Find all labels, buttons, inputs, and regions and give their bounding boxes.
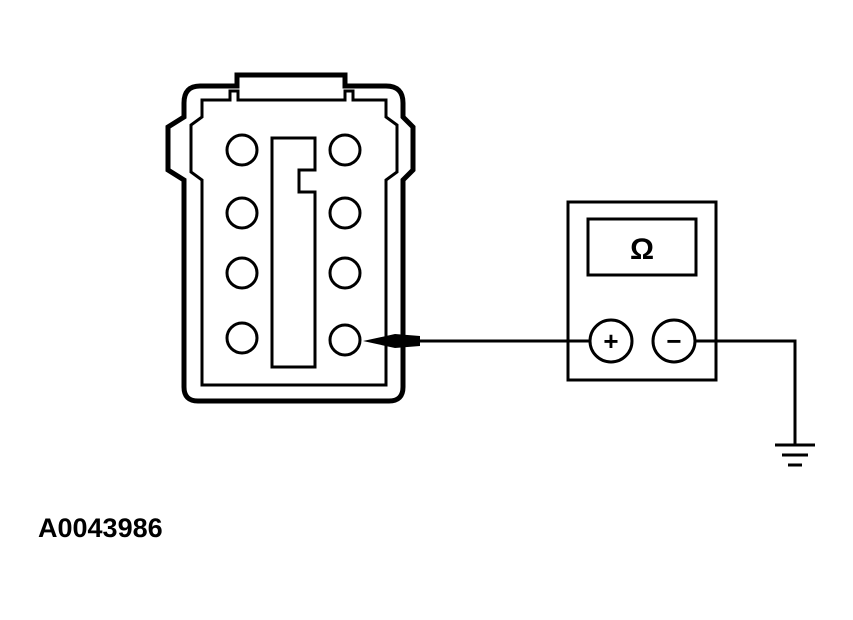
terminal-cavity [225, 321, 259, 355]
ground-lead [695, 339, 797, 445]
connector-outer-housing [165, 72, 416, 404]
terminal-cavity [328, 196, 362, 230]
terminal-cavity [225, 133, 259, 167]
terminal-cavity [328, 133, 362, 167]
meter-body [566, 200, 718, 382]
connector [165, 72, 416, 404]
connector-inner-wall [189, 89, 399, 387]
ohmmeter: Ω + − [566, 200, 718, 382]
positive-terminal [588, 318, 634, 364]
terminal-cavity [328, 256, 362, 290]
meter-display [586, 217, 698, 277]
ground-circuit [695, 339, 815, 467]
connector-polarization-key [270, 136, 317, 369]
probe-tip [363, 334, 420, 348]
negative-symbol: − [666, 326, 681, 356]
terminal-cavity-tested [328, 323, 362, 357]
test-probe [363, 334, 590, 348]
positive-symbol: + [603, 326, 618, 356]
terminal-cavity [225, 196, 259, 230]
terminal-cavity [225, 256, 259, 290]
ohm-symbol: Ω [630, 233, 654, 266]
figure-id: A0043986 [38, 513, 163, 543]
